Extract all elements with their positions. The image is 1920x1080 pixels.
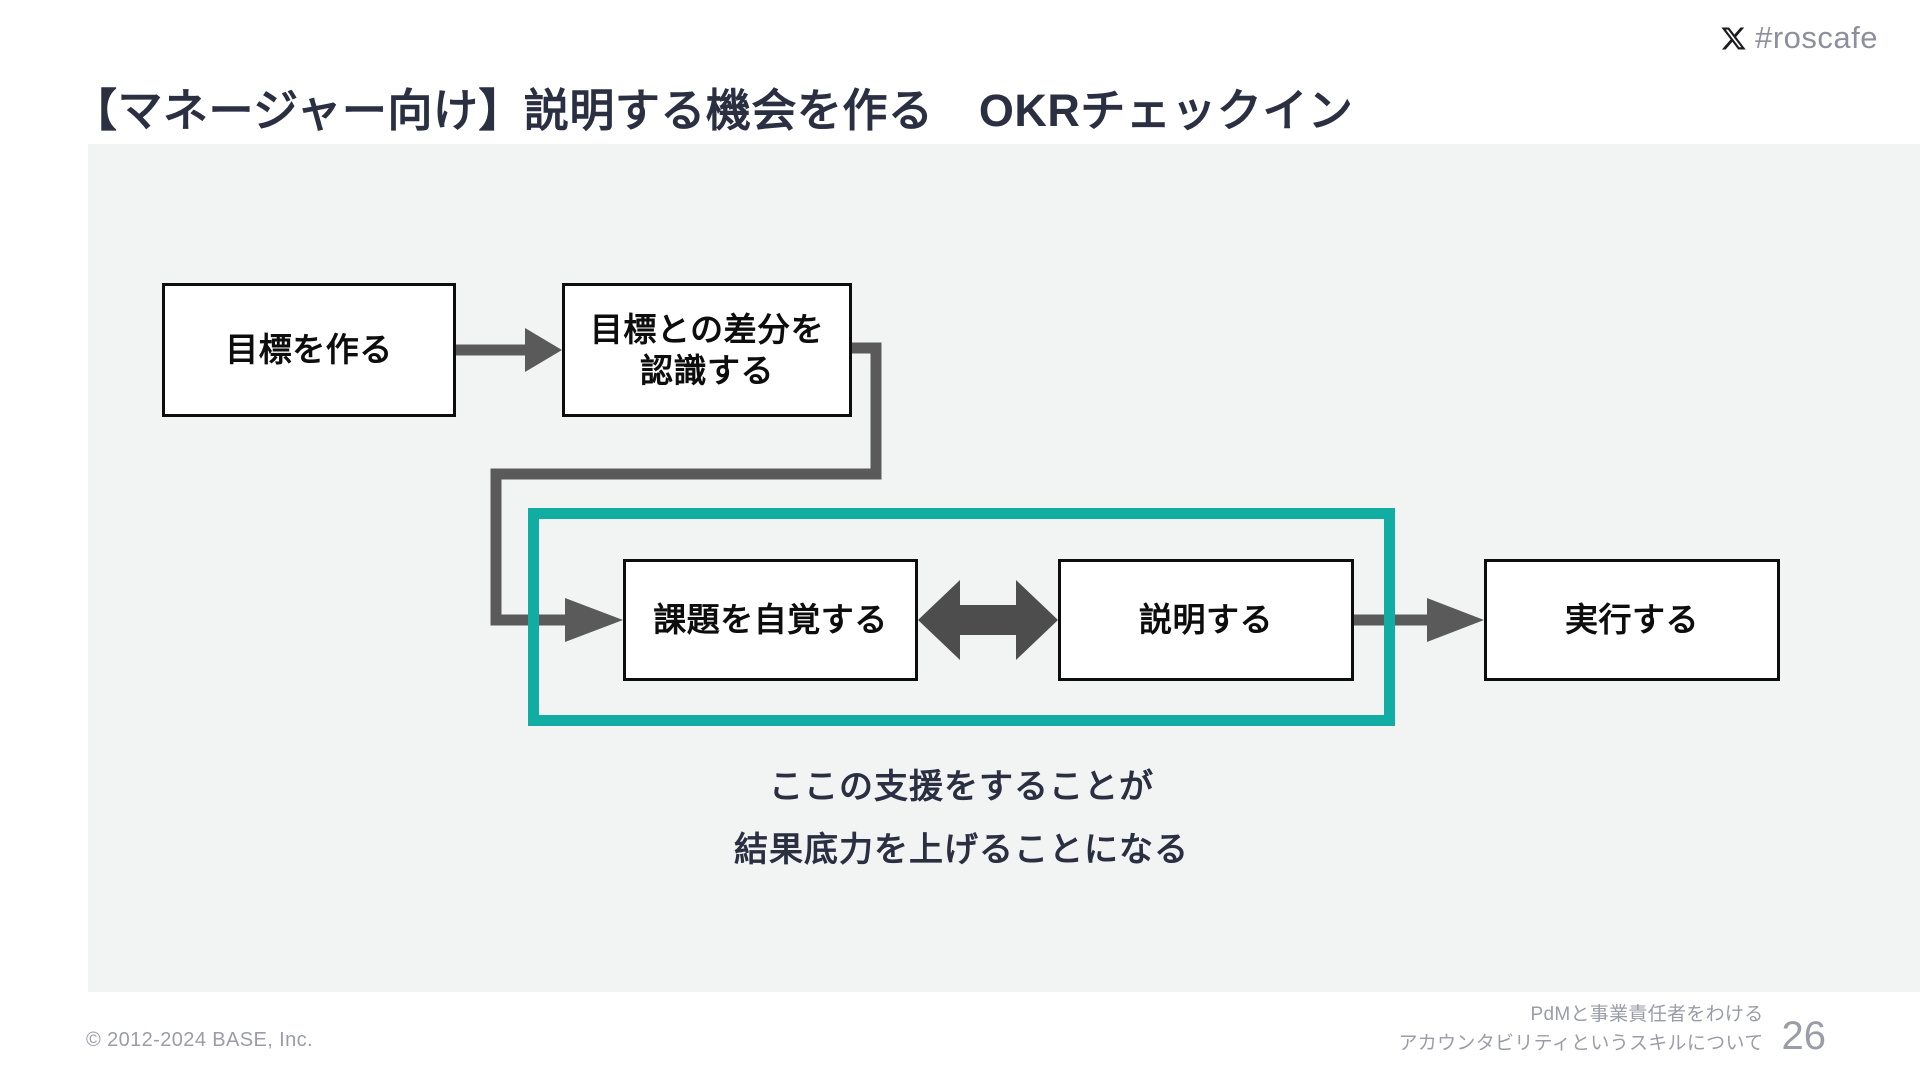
- x-logo-icon: [1720, 25, 1747, 52]
- focus-frame: [528, 508, 1395, 726]
- flow-node-aware[interactable]: 課題を自覚する: [623, 559, 918, 681]
- page-number: 26: [1781, 1014, 1827, 1058]
- flow-node-label: 説明する: [1139, 601, 1273, 639]
- flow-node-goal[interactable]: 目標を作る: [162, 283, 456, 417]
- footer-copyright: © 2012-2024 BASE, Inc.: [86, 1029, 314, 1051]
- footer-deck-title: PdMと事業責任者をわける アカウンタビリティというスキルについて: [1399, 1001, 1764, 1058]
- edge-gap-to-aware: [490, 342, 882, 642]
- flow-node-execute[interactable]: 実行する: [1484, 559, 1780, 681]
- brand-watermark: #roscafe: [1720, 20, 1878, 56]
- flow-node-label-line2: 認識する: [639, 352, 774, 389]
- flow-node-label-line1: 目標との差分を: [589, 310, 825, 348]
- flow-node-gap[interactable]: 目標との差分を 認識する: [562, 283, 852, 417]
- edge-goal-to-gap: [456, 328, 562, 372]
- diagram-caption-line1: ここの支援をすることが: [769, 768, 1154, 806]
- flow-node-label: 実行する: [1565, 601, 1699, 639]
- brand-handle: #roscafe: [1755, 20, 1878, 55]
- diagram-caption: ここの支援をすることが 結果底力を上げることになる: [528, 756, 1395, 882]
- diagram-caption-line2: 結果底力を上げることになる: [734, 830, 1189, 869]
- flow-node-label: 課題を自覚する: [653, 601, 888, 639]
- footer-right: PdMと事業責任者をわける アカウンタビリティというスキルについて 26: [1399, 1001, 1827, 1058]
- footer-deck-title-line2: アカウンタビリティというスキルについて: [1398, 1032, 1764, 1054]
- edge-aware-explain-double: [918, 580, 1058, 660]
- page-title: 【マネージャー向け】説明する機会を作る OKRチェックイン: [72, 85, 1354, 137]
- flow-node-label: 目標を作る: [225, 331, 393, 369]
- flow-node-explain[interactable]: 説明する: [1058, 559, 1354, 681]
- title-backdrop: [0, 0, 1515, 144]
- footer-deck-title-line1: PdMと事業責任者をわける: [1530, 1004, 1764, 1025]
- flow-node-label: 目標との差分を 認識する: [590, 309, 824, 392]
